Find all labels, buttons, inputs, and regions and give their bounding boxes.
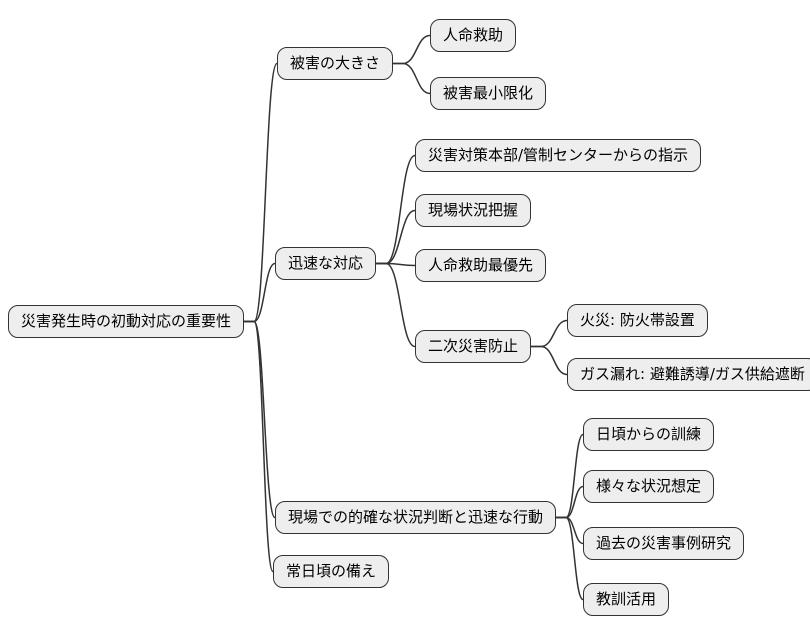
- edge-b0-b0c1: [392, 62, 431, 95]
- node-daily-training: 日頃からの訓練: [583, 418, 715, 451]
- edge-root-b0: [243, 62, 278, 323]
- node-damage-scale: 被害の大きさ: [277, 47, 394, 80]
- node-rapid-response: 迅速な対応: [275, 247, 377, 280]
- node-gas-leak-response: ガス漏れ: 避難誘導/ガス供給遮断: [567, 358, 810, 391]
- node-root: 災害発生時の初動対応の重要性: [8, 305, 245, 338]
- node-lessons-utilization: 教訓活用: [583, 583, 670, 616]
- edge-b1-b1c0: [375, 154, 416, 265]
- edge-b1-b1c1: [375, 209, 416, 265]
- edge-b2-b2c0: [555, 433, 584, 519]
- edge-b2-b2c3: [555, 516, 584, 601]
- node-secondary-disaster-prevention: 二次災害防止: [415, 330, 532, 363]
- edge-b1-b1c3: [375, 262, 416, 348]
- edge-b0-b0c0: [392, 34, 431, 65]
- edge-b1c3-b1c3c1: [530, 345, 568, 376]
- node-life-rescue: 人命救助: [430, 19, 517, 52]
- node-damage-minimization: 被害最小限化: [430, 77, 547, 110]
- node-everyday-preparedness: 常日頃の備え: [273, 555, 390, 588]
- node-hq-control-center-instructions: 災害対策本部/管制センターからの指示: [415, 139, 702, 172]
- edge-root-b3: [243, 320, 274, 573]
- node-various-scenarios: 様々な状況想定: [583, 470, 715, 503]
- node-life-rescue-priority: 人命救助最優先: [415, 249, 547, 282]
- edge-b1c3-b1c3c0: [530, 319, 568, 348]
- node-past-disaster-case-study: 過去の災害事例研究: [583, 527, 745, 560]
- node-onsite-judgment-and-action: 現場での的確な状況判断と迅速な行動: [275, 501, 557, 534]
- node-site-situation-assessment: 現場状況把握: [415, 194, 532, 227]
- node-fire-firebreak: 火災: 防火帯設置: [567, 304, 708, 337]
